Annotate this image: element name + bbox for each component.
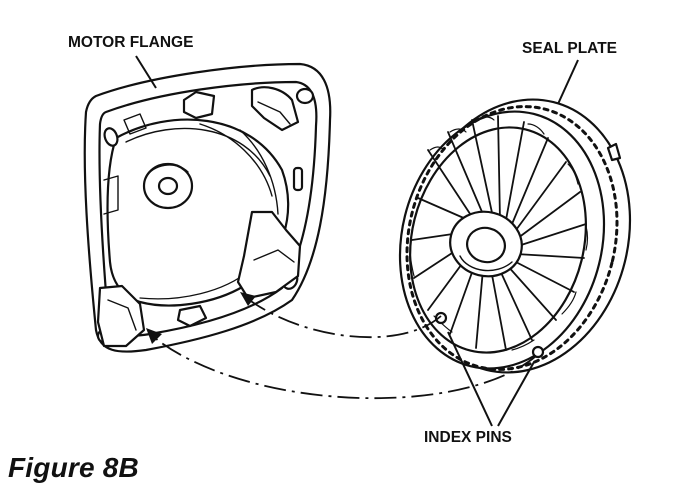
index-pin-leader-right	[497, 361, 535, 427]
leader-lines	[135, 55, 579, 427]
motor-flange-part	[83, 62, 332, 353]
seal-plate-label: SEAL PLATE	[522, 40, 617, 57]
index-pins-label: INDEX PINS	[424, 429, 512, 446]
motor-flange-label: MOTOR FLANGE	[68, 34, 193, 51]
seal-plate-leader	[557, 59, 579, 105]
seal-plate-part	[398, 98, 632, 374]
assembly-path-arrows	[149, 295, 537, 400]
figure-caption: Figure 8B	[8, 452, 139, 483]
arrowheads	[146, 292, 256, 344]
motor-flange-leader	[135, 55, 157, 89]
index-pin-leader-left	[447, 331, 493, 427]
